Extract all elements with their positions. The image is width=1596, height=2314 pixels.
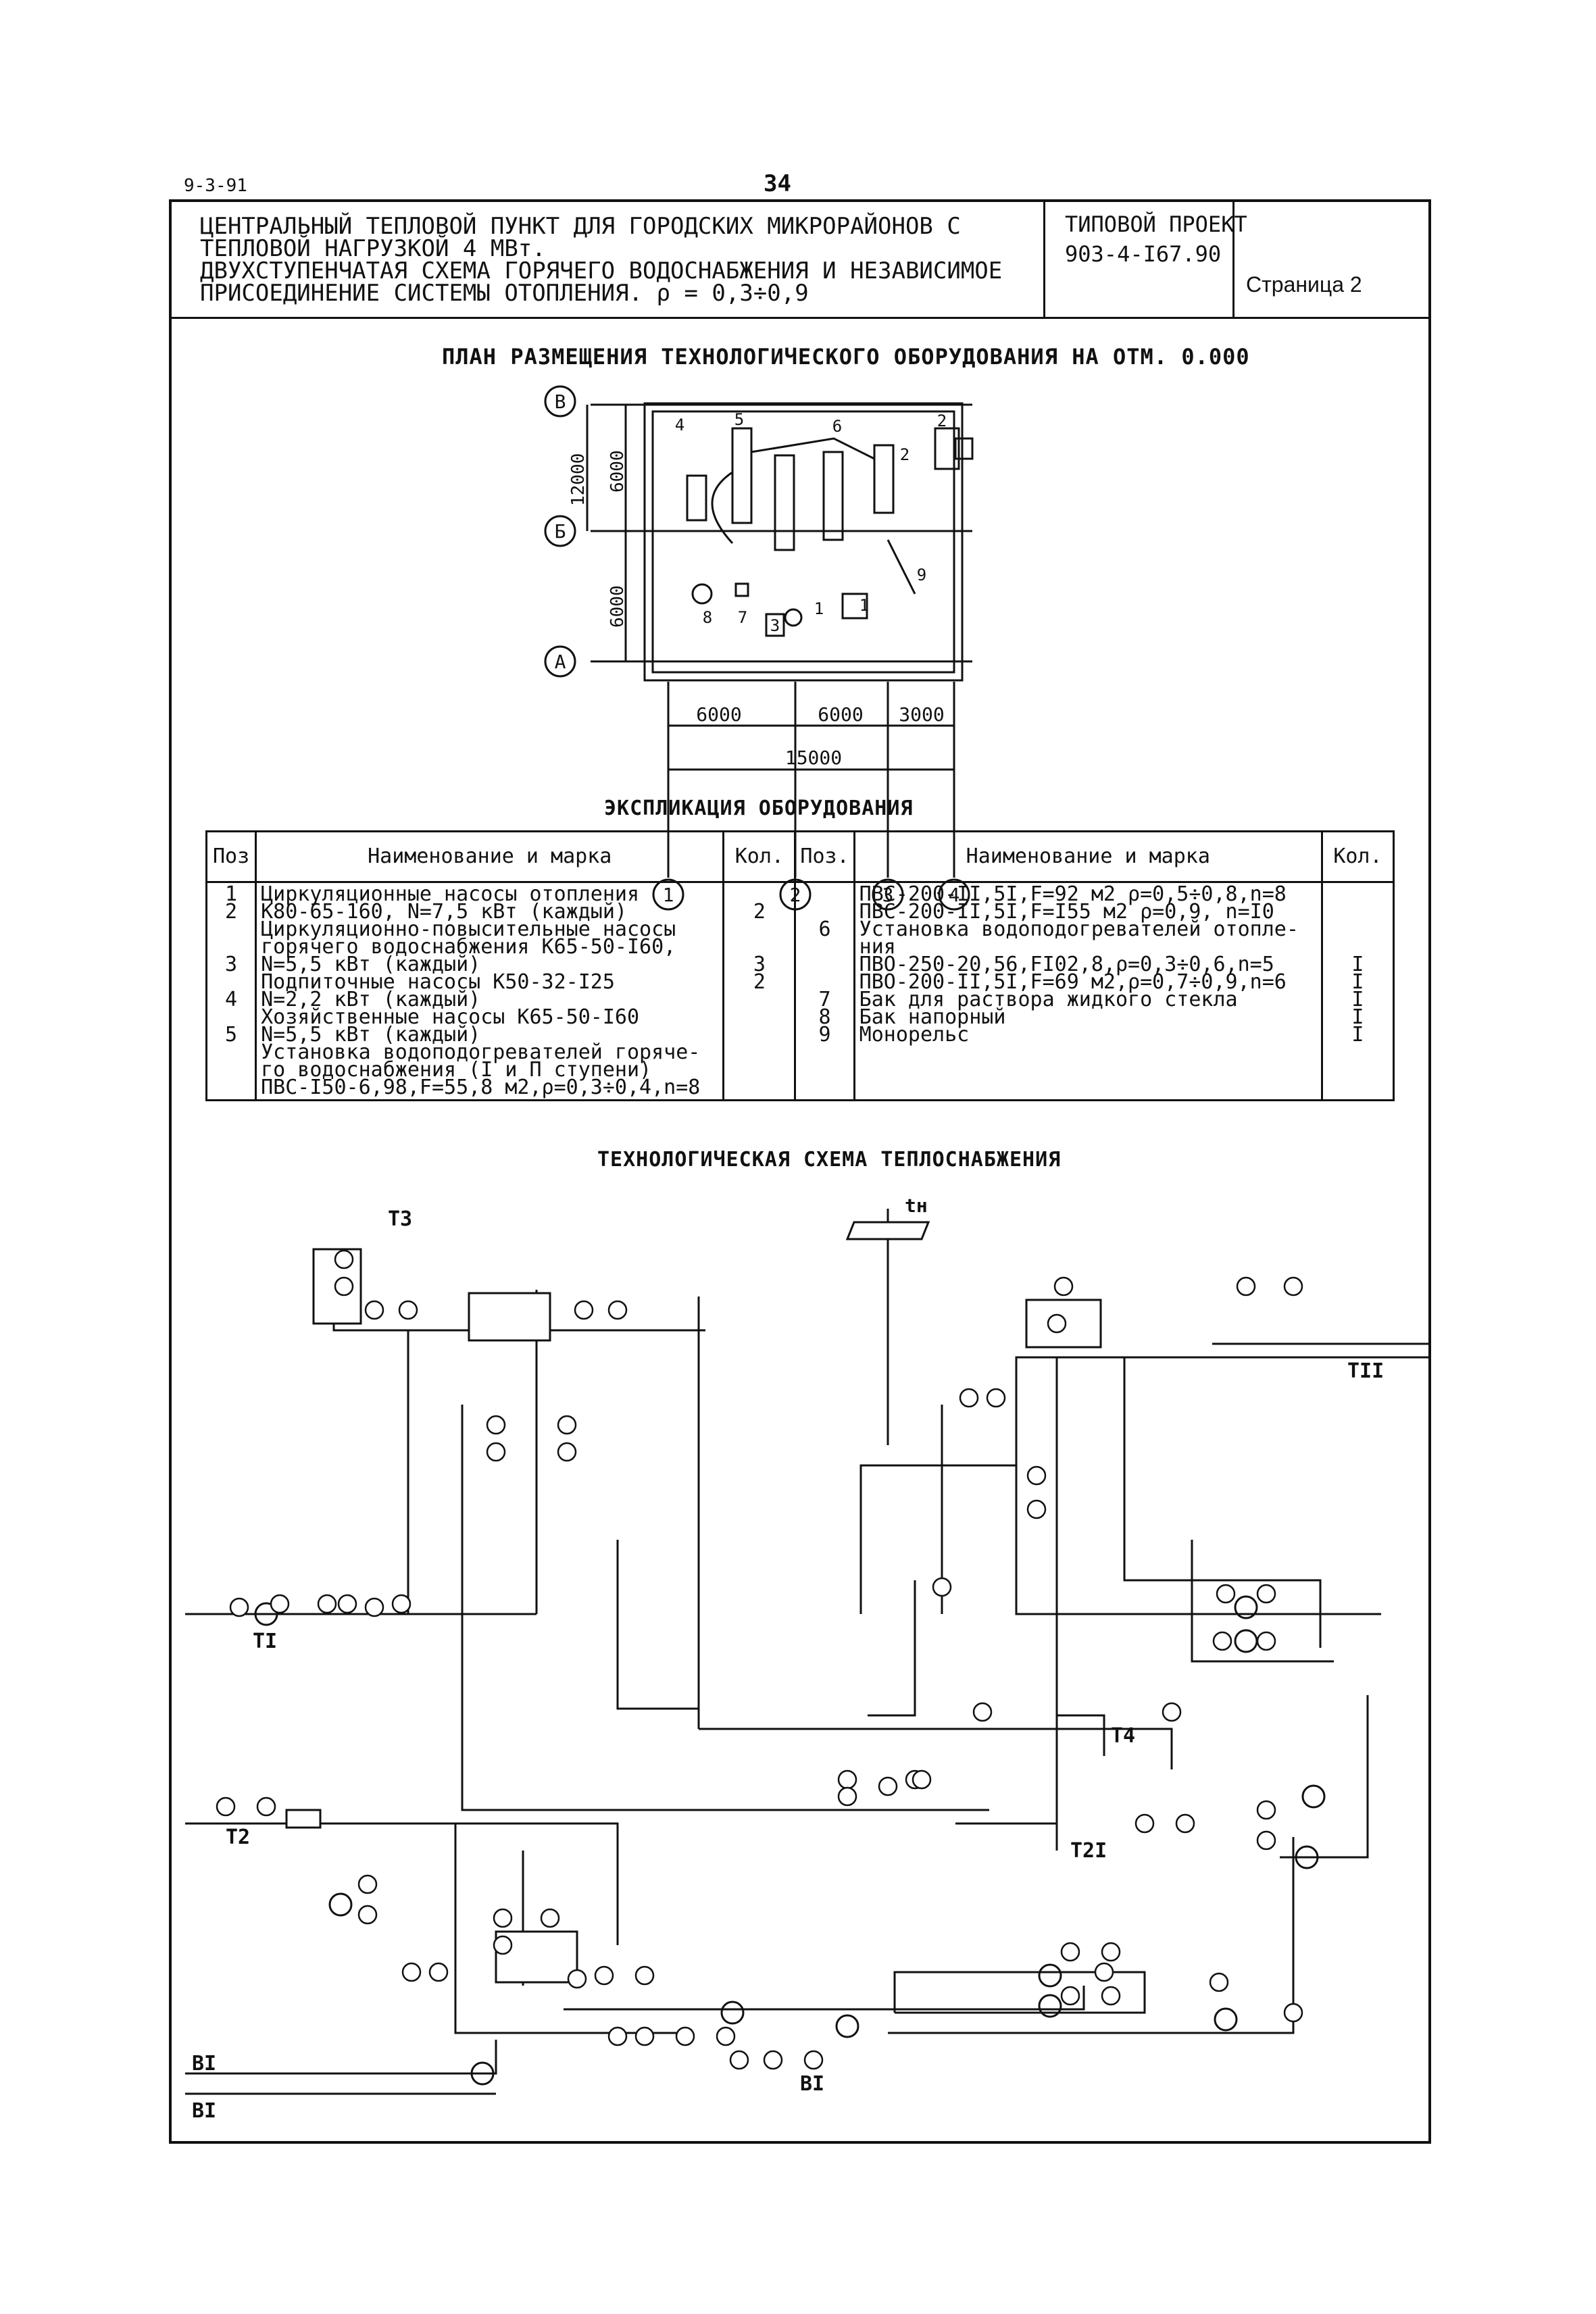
document-code: 9-3-91 [184, 176, 247, 196]
project-label: ТИПОВОЙ ПРОЕКТ [1065, 211, 1247, 237]
mark-9: 9 [917, 565, 926, 584]
mark-1a: 1 [814, 599, 824, 618]
title-line-3: ДВУХСТУПЕНЧАТАЯ СХЕМА ГОРЯЧЕГО ВОДОСНАБЖ… [200, 257, 1003, 284]
col-qty: Кол. [722, 830, 797, 883]
mark-3: 3 [770, 616, 780, 635]
dim-v-2: 6000 [607, 585, 628, 628]
left-names: Циркуляционные насосы отопления К80-65-1… [255, 881, 725, 1101]
heat-supply-scheme: Т3 ТII ТI Т4 Т2 Т2I ВI ВI ВI tн [185, 1194, 1428, 2123]
line-label-t3: Т3 [388, 1207, 412, 1231]
table-header-row: Поз Наименование и марка Кол. Поз. Наиме… [205, 830, 1395, 883]
mark-2b: 2 [900, 445, 909, 464]
col-qty-2: Кол. [1320, 830, 1395, 883]
dim-h-3: 3000 [899, 703, 944, 726]
line-label-b1-bottom: ВI [192, 2099, 216, 2123]
right-positions: 6 7 8 9 [794, 881, 855, 1101]
equipment-explication-table: Поз Наименование и марка Кол. Поз. Наиме… [205, 830, 1395, 1101]
dim-v-total: 12000 [568, 453, 589, 506]
project-code: 903-4-I67.90 [1065, 241, 1222, 267]
line-label-t4: Т4 [1111, 1724, 1135, 1748]
line-label-b1-top: ВI [192, 2052, 216, 2076]
line-label-t21: Т2I [1070, 1839, 1107, 1863]
page-number: 34 [764, 170, 791, 197]
axis-row-v: В [555, 391, 566, 413]
plan-title: ПЛАН РАЗМЕЩЕНИЯ ТЕХНОЛОГИЧЕСКОГО ОБОРУДО… [442, 344, 1250, 370]
ambient-temperature-label: tн [905, 1194, 928, 1217]
title-line-4: ПРИСОЕДИНЕНИЕ СИСТЕМЫ ОТОПЛЕНИЯ. ρ = 0,3… [200, 280, 809, 307]
mark-1b: 1 [859, 596, 869, 615]
title-block-divider [172, 317, 1428, 319]
plan-wall-inner [651, 410, 955, 674]
col-name-2: Наименование и марка [853, 830, 1323, 883]
dim-h-1: 6000 [696, 703, 741, 726]
left-positions: 1 2 3 4 5 [205, 881, 257, 1101]
dim-v-1: 6000 [607, 450, 628, 493]
dim-total: 15000 [785, 747, 842, 769]
table-row: 1 2 3 4 5 Циркуляционные насосы отоплени… [205, 881, 1395, 1101]
col-name: Наименование и марка [255, 830, 725, 883]
scheme-title: ТЕХНОЛОГИЧЕСКАЯ СХЕМА ТЕПЛОСНАБЖЕНИЯ [597, 1148, 1062, 1172]
title-line-1: ЦЕНТРАЛЬНЫЙ ТЕПЛОВОЙ ПУНКТ ДЛЯ ГОРОДСКИХ… [200, 213, 961, 240]
mark-4: 4 [675, 416, 684, 434]
line-label-t1: ТI [253, 1630, 277, 1653]
dim-h-2: 6000 [818, 703, 863, 726]
mark-7: 7 [738, 608, 747, 627]
title-text: ЦЕНТРАЛЬНЫЙ ТЕПЛОВОЙ ПУНКТ ДЛЯ ГОРОДСКИХ… [200, 213, 1003, 307]
page-label: Страница 2 [1246, 272, 1362, 297]
title-line-2: ТЕПЛОВОЙ НАГРУЗКОЙ 4 МВт. [200, 235, 546, 262]
col-pos-2: Поз. [794, 830, 855, 883]
line-label-t11: ТII [1347, 1359, 1384, 1383]
axis-row-a: А [555, 651, 566, 673]
right-quantities: I I I I I [1320, 881, 1395, 1101]
instrument-bubbles [216, 1249, 1303, 2070]
plan-wall-outer [643, 402, 964, 682]
col-pos: Поз [205, 830, 257, 883]
title-block-main: ЦЕНТРАЛЬНЫЙ ТЕПЛОВОЙ ПУНКТ ДЛЯ ГОРОДСКИХ… [172, 202, 1045, 317]
mark-2a: 2 [937, 411, 947, 430]
mark-5: 5 [734, 410, 744, 429]
line-label-b1-right: ВI [800, 2072, 824, 2096]
line-label-t2: Т2 [226, 1826, 250, 1849]
project-block: ТИПОВОЙ ПРОЕКТ 903-4-I67.90 [1043, 202, 1247, 317]
drawing-sheet: ЦЕНТРАЛЬНЫЙ ТЕПЛОВОЙ ПУНКТ ДЛЯ ГОРОДСКИХ… [169, 199, 1431, 2144]
left-quantities: 2 3 2 [722, 881, 797, 1101]
axis-row-b: Б [555, 520, 566, 543]
mark-8: 8 [703, 608, 712, 627]
mark-6: 6 [832, 417, 842, 436]
right-names: ПВС-200-II,5I,F=92 м2 ρ=0,5÷0,8,n=8 ПВС-… [853, 881, 1323, 1101]
explication-title: ЭКСПЛИКАЦИЯ ОБОРУДОВАНИЯ [604, 797, 914, 820]
